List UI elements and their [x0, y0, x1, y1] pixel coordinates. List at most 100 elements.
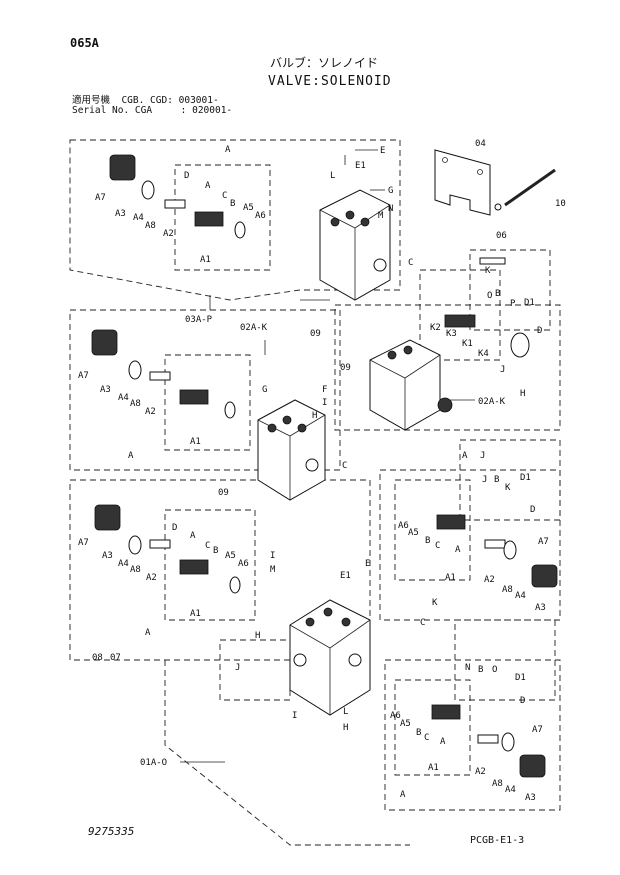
label-K-bot: K	[432, 598, 438, 608]
label-A-inner: A	[205, 181, 211, 191]
label-K: K	[485, 266, 491, 276]
label-H: H	[520, 389, 525, 399]
label-A-r2: A	[455, 545, 461, 555]
label-H-mid: H	[312, 411, 317, 421]
label-B-bot: B	[478, 665, 483, 675]
cover-plate	[434, 149, 556, 216]
manifold-top	[319, 189, 391, 301]
label-E: E	[380, 146, 385, 156]
label-A2-right: A2	[484, 575, 495, 585]
label-J2: J	[482, 475, 487, 485]
label-D-bot: D	[520, 696, 525, 706]
label-A2-mid: A2	[145, 407, 156, 417]
label-C-low: C	[205, 541, 210, 551]
label-A7-bot: A7	[532, 725, 543, 735]
label-K3: K3	[446, 329, 457, 339]
label-E1-bot: E1	[340, 571, 351, 581]
label-C-mid: C	[342, 461, 347, 471]
label-D-low: D	[172, 523, 177, 533]
label-A8-right: A8	[502, 585, 513, 595]
label-A8: A8	[145, 221, 156, 231]
label-B-r2: B	[425, 536, 430, 546]
label-I-bot2: I	[292, 711, 297, 721]
label-L-bot: L	[343, 707, 348, 717]
label-K-right: K	[505, 483, 511, 493]
label-A2-bot: A2	[475, 767, 486, 777]
title-japanese: バルブ：ソレノイド	[270, 56, 379, 70]
label-A2: A2	[163, 229, 174, 239]
label-K1: K1	[462, 339, 473, 349]
label-O-bot: O	[492, 665, 497, 675]
label-D-right: D	[530, 505, 535, 515]
label-A7-right: A7	[538, 537, 549, 547]
label-A6-right: A6	[398, 521, 409, 531]
label-A8-mid: A8	[130, 399, 141, 409]
label-A1-low: A1	[190, 609, 201, 619]
label-A1: A1	[200, 255, 211, 265]
serial-line-1: 適用号機 CGB. CGD: 003001-	[72, 95, 219, 106]
label-A1-mid: A1	[190, 437, 201, 447]
label-A5-bot: A5	[400, 719, 411, 729]
label-A-right: A	[462, 451, 468, 461]
label-E1: E1	[355, 161, 366, 171]
manifold-middle	[257, 399, 326, 501]
label-A1-bot: A1	[428, 763, 439, 773]
label-N-bot: N	[465, 663, 470, 673]
label-06: 06	[496, 231, 507, 241]
label-A: A	[225, 145, 231, 155]
solenoid-right-2	[431, 704, 546, 778]
label-J: J	[500, 365, 505, 375]
label-03A: 03A-P	[185, 315, 213, 325]
label-A-mid: A	[128, 451, 134, 461]
label-09a: 09	[310, 329, 321, 339]
label-C-bot: C	[420, 618, 425, 628]
label-C-r2: C	[435, 541, 440, 551]
solenoid-mid	[91, 329, 236, 419]
label-D1: D1	[524, 298, 535, 308]
label-A7: A7	[95, 193, 106, 203]
label-D2: D	[537, 326, 542, 336]
manifold-02a	[369, 339, 453, 431]
label-A-low: A	[145, 628, 151, 638]
label-08: 08	[92, 653, 103, 663]
label-A3: A3	[115, 209, 126, 219]
label-K4: K4	[478, 349, 489, 359]
pilot-valve-k	[444, 257, 530, 358]
label-B2: B	[495, 289, 500, 299]
label-09b: 09	[340, 363, 351, 373]
label-A3-mid: A3	[100, 385, 111, 395]
label-07: 07	[110, 653, 121, 663]
label-D: D	[184, 171, 189, 181]
label-A4-right: A4	[515, 591, 526, 601]
label-B: B	[230, 199, 235, 209]
manifold-bottom	[289, 599, 371, 716]
drawing-number: 9275335	[88, 825, 135, 838]
label-A7-low: A7	[78, 538, 89, 548]
label-H-bot2: H	[343, 723, 348, 733]
label-B-right: B	[494, 475, 499, 485]
label-H-bot: H	[255, 631, 260, 641]
solenoid-top	[109, 154, 246, 239]
label-04: 04	[475, 139, 486, 149]
label-A1-right: A1	[445, 573, 456, 583]
label-C: C	[222, 191, 227, 201]
label-A5-right: A5	[408, 528, 419, 538]
leader-lines	[180, 149, 475, 763]
label-A4-mid: A4	[118, 393, 129, 403]
label-G-mid: G	[262, 385, 267, 395]
label-A6-bot: A6	[390, 711, 401, 721]
label-A7-mid: A7	[78, 371, 89, 381]
label-A6-low: A6	[238, 559, 249, 569]
label-A8-low: A8	[130, 565, 141, 575]
title-english: VALVE:SOLENOID	[268, 74, 392, 89]
label-C2: C	[408, 258, 413, 268]
label-02A: 02A-K	[240, 323, 268, 333]
label-L: L	[330, 171, 335, 181]
sheet-code: PCGB-E1-3	[470, 835, 525, 846]
label-A-bot2: A	[400, 790, 406, 800]
label-A4: A4	[133, 213, 144, 223]
label-C-bot2: C	[424, 733, 429, 743]
label-A3-right: A3	[535, 603, 546, 613]
label-02A-right: 02A-K	[478, 397, 506, 407]
label-B-low: B	[213, 546, 218, 556]
